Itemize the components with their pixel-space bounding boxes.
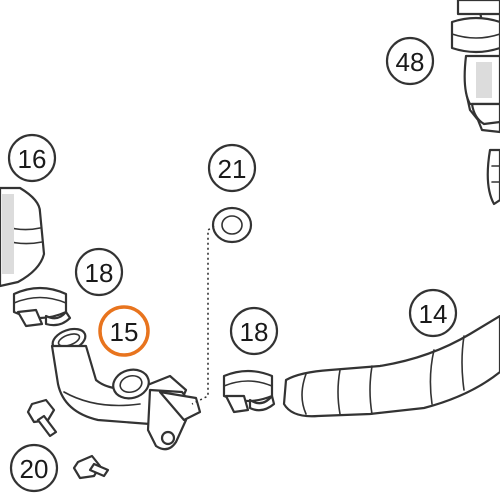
- part-16-hose: [0, 186, 46, 288]
- leader-line-21: [191, 225, 215, 405]
- callout-18-left: 18: [74, 247, 124, 297]
- part-15-elbow-hose: [50, 327, 202, 451]
- part-20-bolt-upper: [26, 398, 58, 438]
- callout-18-right: 18: [229, 306, 279, 356]
- callout-18-left-label: 18: [85, 258, 114, 288]
- part-21-seal-ring: [211, 206, 253, 244]
- part-20-bolt-lower: [72, 454, 110, 480]
- callout-16: 16: [7, 133, 57, 183]
- callout-18-right-label: 18: [240, 317, 269, 347]
- callout-15-highlighted: 15: [98, 305, 150, 357]
- callout-14-label: 14: [419, 299, 448, 329]
- part-14-long-hose: [282, 314, 500, 418]
- callout-21: 21: [207, 143, 257, 193]
- callout-20-label: 20: [20, 454, 49, 484]
- part-18-hose-clamp-left: [12, 286, 72, 328]
- callout-48: 48: [385, 36, 435, 86]
- callout-16-label: 16: [18, 144, 47, 174]
- part-48-valve-assembly: [450, 0, 500, 206]
- callout-21-label: 21: [218, 154, 247, 184]
- callout-15-label: 15: [110, 317, 139, 347]
- callout-48-label: 48: [396, 47, 425, 77]
- callout-20: 20: [9, 443, 59, 493]
- callout-14: 14: [408, 288, 458, 338]
- part-18-hose-clamp-right: [222, 369, 276, 414]
